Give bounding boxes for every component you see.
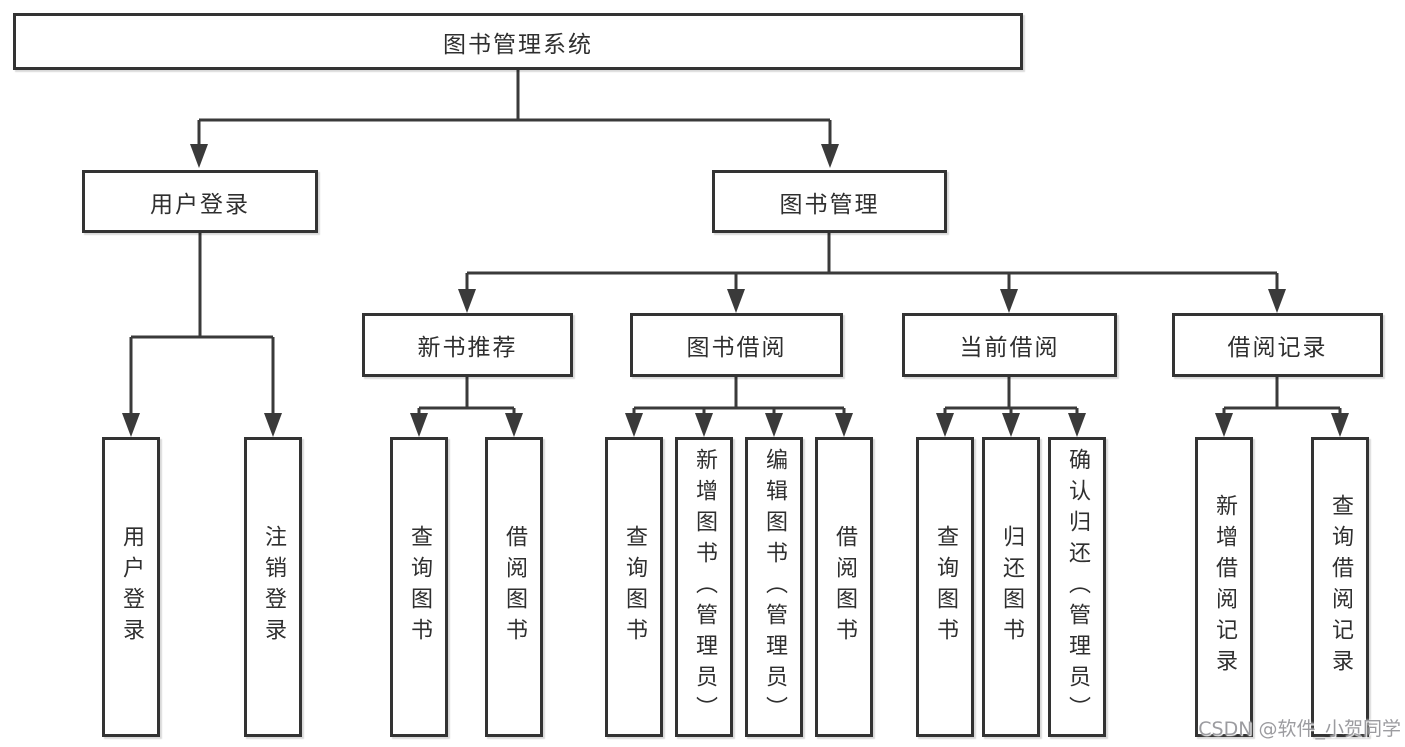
leaf-user-login: 用户登录 bbox=[102, 437, 160, 737]
leaf-borrow-books: 借阅图书 bbox=[815, 437, 873, 737]
node-new-book-recommend: 新书推荐 bbox=[362, 313, 573, 377]
leaf-query-books-recommend: 查询图书 bbox=[390, 437, 448, 737]
node-current-borrow: 当前借阅 bbox=[902, 313, 1117, 377]
leaf-add-borrow-record: 新增借阅记录 bbox=[1195, 437, 1253, 737]
node-book-management: 图书管理 bbox=[712, 170, 947, 233]
node-user-login: 用户登录 bbox=[82, 170, 318, 233]
node-book-borrow: 图书借阅 bbox=[630, 313, 843, 377]
leaf-logout: 注销登录 bbox=[244, 437, 302, 737]
leaf-edit-books-admin: 编辑图书（管理员） bbox=[745, 437, 803, 737]
leaf-add-books-admin: 新增图书（管理员） bbox=[675, 437, 733, 737]
leaf-return-books: 归还图书 bbox=[982, 437, 1040, 737]
leaf-confirm-return-admin: 确认归还（管理员） bbox=[1048, 437, 1106, 737]
leaf-query-borrow-record: 查询借阅记录 bbox=[1311, 437, 1369, 737]
node-root-title: 图书管理系统 bbox=[13, 13, 1023, 70]
leaf-query-books-current: 查询图书 bbox=[916, 437, 974, 737]
node-borrow-records: 借阅记录 bbox=[1172, 313, 1383, 377]
arrowheads bbox=[122, 144, 1349, 437]
leaf-query-books-borrow: 查询图书 bbox=[605, 437, 663, 737]
csdn-watermark: CSDN @软件_小贺同学 bbox=[1198, 718, 1401, 740]
leaf-borrow-books-recommend: 借阅图书 bbox=[485, 437, 543, 737]
